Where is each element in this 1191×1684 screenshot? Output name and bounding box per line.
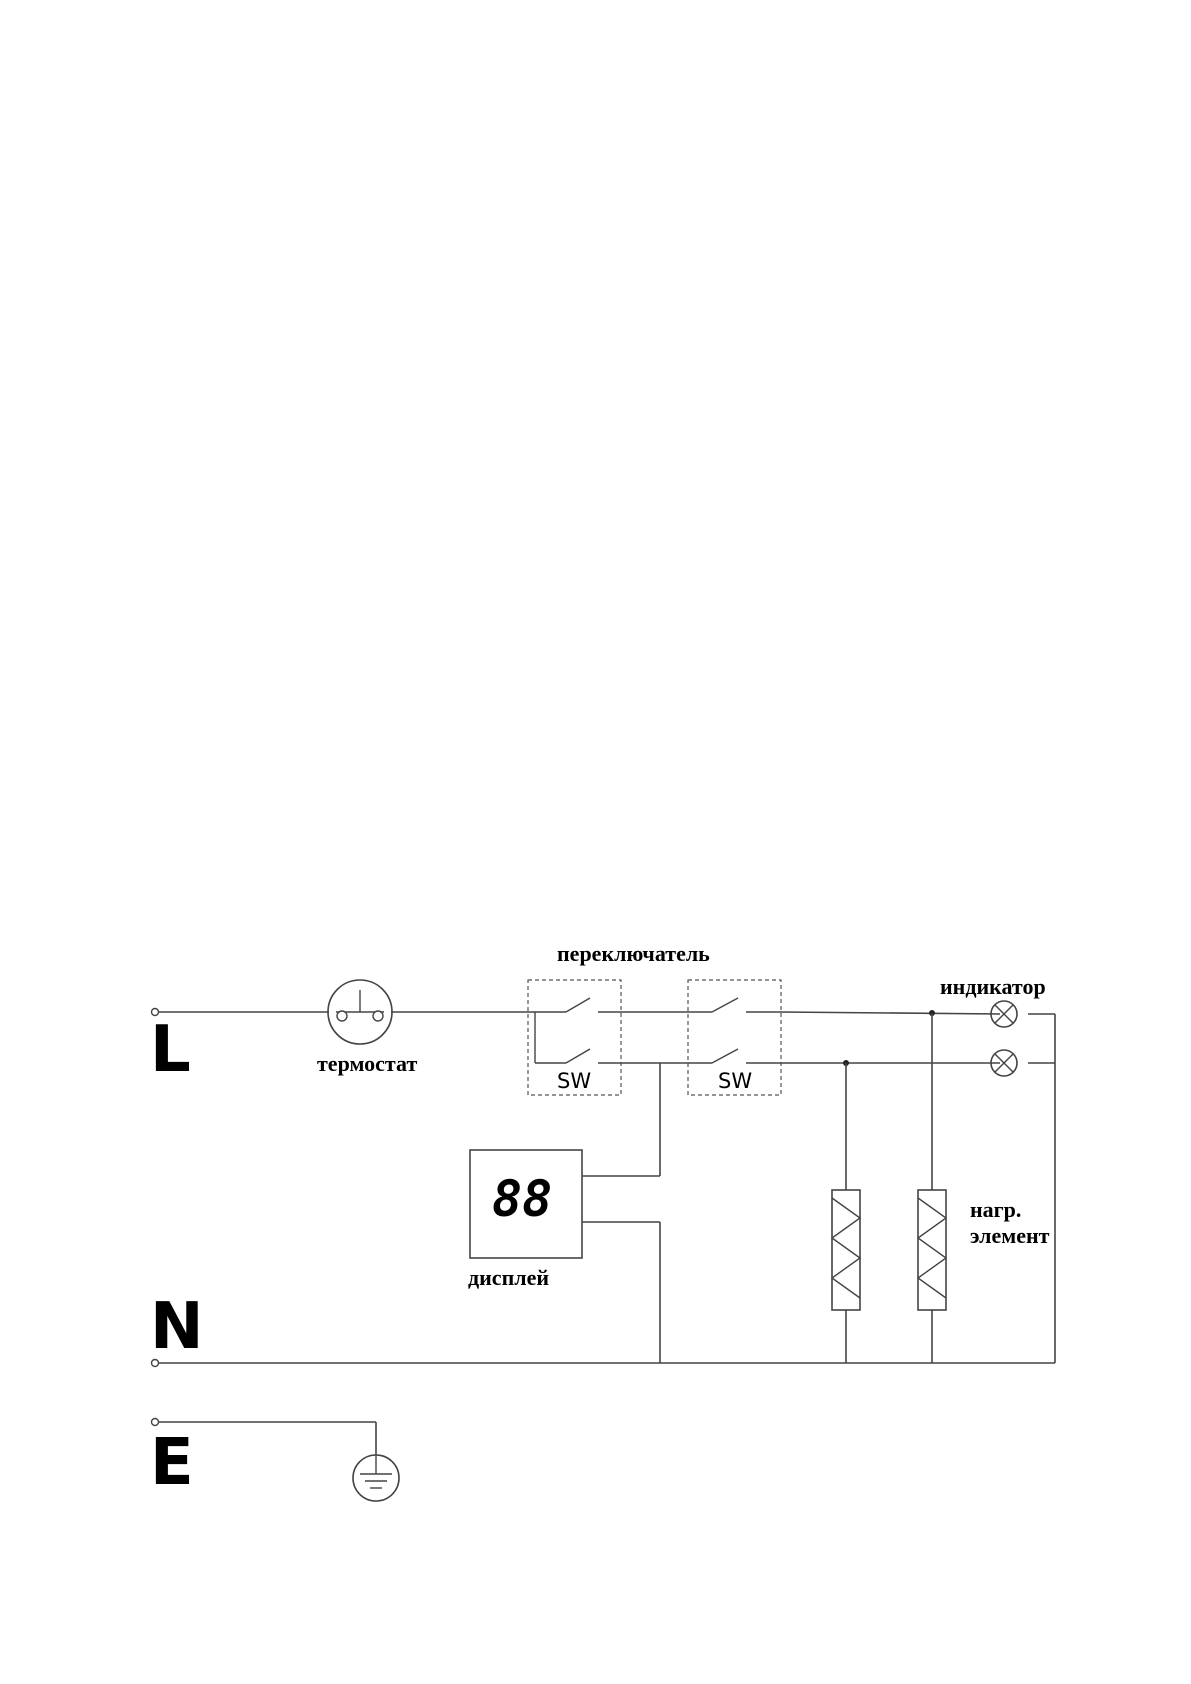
thermostat-symbol [327,979,393,1045]
switch-1 [527,979,622,1096]
rail-label-e: E [150,1426,194,1500]
terminal-l [150,1007,160,1017]
rail-label-n: N [150,1290,204,1364]
switch-label: переключатель [557,941,710,966]
indicator-label: индикатор [940,974,1046,999]
thermostat-label: термостат [317,1051,417,1076]
ground-icon [352,1454,400,1502]
switch-1-tag: SW [557,1069,591,1093]
display-label: дисплей [468,1265,549,1290]
heating-element-2 [916,1189,948,1311]
terminal-n [150,1358,160,1368]
rail-label-l: L [150,1013,191,1087]
line-wire [150,1007,540,1017]
heating-element-1 [830,1189,862,1311]
indicator-lamp-2 [990,1049,1018,1077]
heater-label-line1: нагр. [970,1197,1021,1222]
terminal-e [150,1417,160,1427]
display-unit: 88 [469,1149,661,1363]
display-digits: 88 [492,1170,552,1228]
earth-wire [150,1417,377,1454]
neutral-wire [150,1358,1055,1368]
switch-2 [687,979,782,1096]
heater-label-line2: элемент [970,1223,1050,1248]
indicator-lamp-1 [990,1000,1018,1028]
switch-2-tag: SW [718,1069,752,1093]
